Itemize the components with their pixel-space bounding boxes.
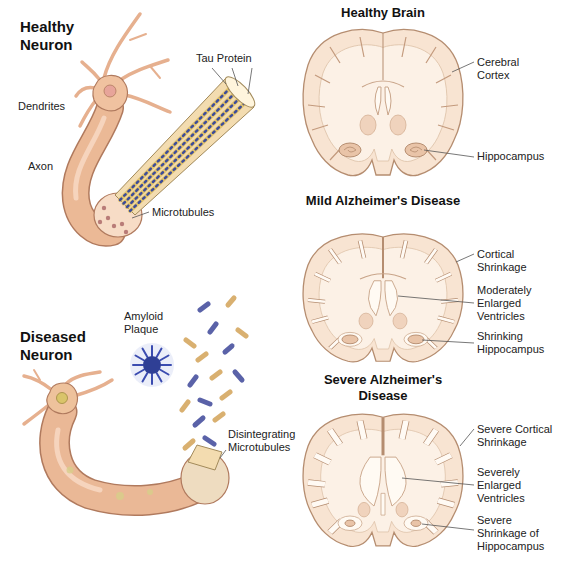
label-text: Mild Alzheimer's Disease bbox=[306, 193, 460, 208]
brain-heading: Healthy Brain bbox=[303, 5, 463, 21]
leader-lines bbox=[398, 62, 474, 530]
part-label: Cerebral Cortex bbox=[477, 56, 533, 82]
part-label: Microtubules bbox=[152, 206, 232, 219]
brain-heading: Severe Alzheimer's Disease bbox=[303, 372, 463, 404]
brain-heading: Mild Alzheimer's Disease bbox=[303, 193, 463, 209]
mild-brain bbox=[303, 234, 463, 362]
neuron-heading: Healthy Neuron bbox=[20, 18, 100, 54]
label-text: Moderately Enlarged Ventricles bbox=[477, 284, 531, 322]
amyloid-plaque bbox=[130, 343, 174, 387]
label-text: Hippocampus bbox=[477, 150, 544, 162]
part-label: Disintegrating Microtubules bbox=[228, 428, 304, 454]
part-label: Amyloid Plaque bbox=[124, 310, 179, 336]
label-text: Tau Protein bbox=[196, 52, 252, 64]
part-label: Tau Protein bbox=[196, 52, 276, 65]
part-label: Shrinking Hippocampus bbox=[477, 330, 547, 356]
part-label: Severely Enlarged Ventricles bbox=[477, 466, 547, 505]
label-text: Diseased Neuron bbox=[20, 328, 86, 363]
label-text: Severe Shrinkage of Hippocampus bbox=[477, 514, 544, 552]
part-label: Cortical Shrinkage bbox=[477, 248, 547, 274]
label-text: Healthy Neuron bbox=[20, 18, 74, 53]
part-label: Severe Cortical Shrinkage bbox=[477, 423, 561, 449]
healthy-neuron bbox=[76, 14, 259, 237]
part-label: Dendrites bbox=[18, 100, 78, 113]
severe-brain bbox=[303, 414, 463, 546]
label-text: Amyloid Plaque bbox=[124, 310, 163, 335]
label-text: Severe Alzheimer's Disease bbox=[324, 372, 442, 403]
neuron-heading: Diseased Neuron bbox=[20, 328, 100, 364]
label-text: Disintegrating Microtubules bbox=[228, 428, 295, 453]
label-text: Healthy Brain bbox=[341, 5, 425, 20]
healthy-brain bbox=[303, 30, 463, 176]
label-text: Shrinking Hippocampus bbox=[477, 330, 544, 355]
label-text: Microtubules bbox=[152, 206, 214, 218]
label-text: Axon bbox=[28, 160, 53, 172]
label-text: Cortical Shrinkage bbox=[477, 248, 527, 273]
part-label: Severe Shrinkage of Hippocampus bbox=[477, 514, 561, 553]
part-label: Axon bbox=[28, 160, 68, 173]
label-text: Severe Cortical Shrinkage bbox=[477, 423, 552, 448]
label-text: Dendrites bbox=[18, 100, 65, 112]
part-label: Moderately Enlarged Ventricles bbox=[477, 284, 547, 323]
label-text: Severely Enlarged Ventricles bbox=[477, 466, 525, 504]
label-text: Cerebral Cortex bbox=[477, 56, 519, 81]
part-label: Hippocampus bbox=[477, 150, 557, 163]
